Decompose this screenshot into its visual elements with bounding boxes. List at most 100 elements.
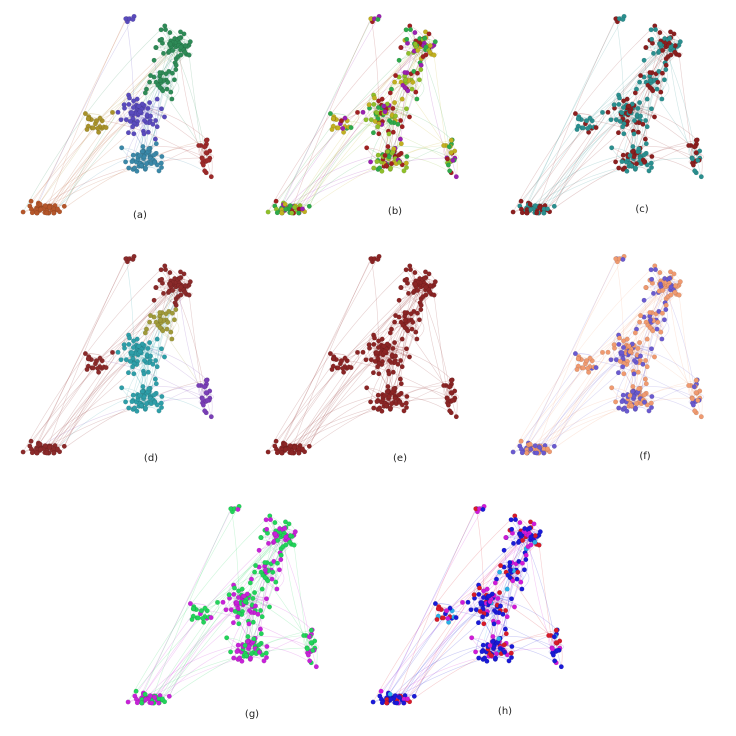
network-node [134,168,140,174]
network-node [140,384,146,390]
network-node [375,124,381,130]
network-edge [267,25,411,213]
network-node [640,361,646,367]
network-node [444,156,450,162]
network-node [363,117,369,123]
network-node [398,358,404,363]
network-node [134,408,140,414]
network-node [146,146,152,152]
network-edge [38,363,96,445]
network-edge [528,363,586,445]
network-node [202,408,208,414]
network-node [131,371,137,377]
network-edge [547,294,677,450]
network-node [366,102,372,108]
network-edge [298,50,416,214]
network-edge [543,319,651,450]
network-node [698,174,704,180]
network-node [263,650,269,656]
network-node [200,402,206,408]
network-node [572,111,578,117]
network-edge [135,602,218,692]
network-node [274,210,280,216]
network-node [382,349,388,355]
network-edge [130,321,150,353]
network-node [392,340,398,346]
network-edge [38,256,135,444]
caption-f: (f) [639,451,651,462]
network-node [432,39,438,45]
network-node [250,619,256,625]
caption-b: (b) [387,206,403,217]
network-node [693,390,699,396]
network-node [146,386,152,392]
network-node [264,526,270,532]
network-edge [529,154,624,211]
network-node [388,405,394,411]
network-node [401,168,407,174]
network-edge [528,256,625,444]
network-node [152,694,157,700]
network-node [407,114,412,120]
network-node [20,209,26,215]
network-node [423,52,429,58]
network-node [386,131,392,137]
caption-e: (e) [393,453,407,464]
network-node [258,608,264,613]
nodes-layer [265,253,459,456]
network-edge [158,644,243,704]
network-node [141,118,147,123]
network-node [137,109,143,115]
network-node [305,652,311,658]
panel-c [500,5,735,230]
network-node [631,131,637,137]
network-node [627,153,633,158]
network-edge [536,18,617,210]
network-node [157,77,163,83]
network-node [157,310,163,315]
network-edge [30,352,113,442]
network-node [264,644,270,649]
network-node [169,336,175,342]
network-node [131,345,136,350]
network-node [629,101,635,107]
network-node [140,389,146,394]
network-node [627,109,633,115]
network-node [416,317,422,323]
network-node [637,100,643,106]
network-node [156,408,162,414]
network-node [385,389,391,394]
network-node [375,364,381,370]
network-edge [541,354,629,451]
network-edge [36,293,164,449]
network-node [418,307,424,313]
network-node [631,358,637,363]
network-node [418,62,424,68]
network-edge [253,548,282,642]
network-node [613,159,619,165]
network-node [166,693,172,699]
network-node [410,79,416,85]
network-node [300,446,305,452]
network-node [431,292,437,298]
network-edge [298,394,383,454]
network-node [224,635,230,641]
network-node [235,506,241,512]
network-node [527,441,533,447]
network-node [55,206,60,212]
network-node [621,345,626,350]
network-node [134,700,140,706]
network-node [654,86,660,92]
network-node [150,121,156,127]
network-node [409,86,415,92]
network-node [283,542,289,548]
network-node [396,297,402,303]
network-node [154,336,160,342]
network-node [643,285,649,290]
panel-e [255,245,490,470]
network-node [396,57,402,63]
network-edge [291,18,372,210]
network-node [38,206,44,212]
network-node [283,534,289,540]
network-node [129,159,135,165]
